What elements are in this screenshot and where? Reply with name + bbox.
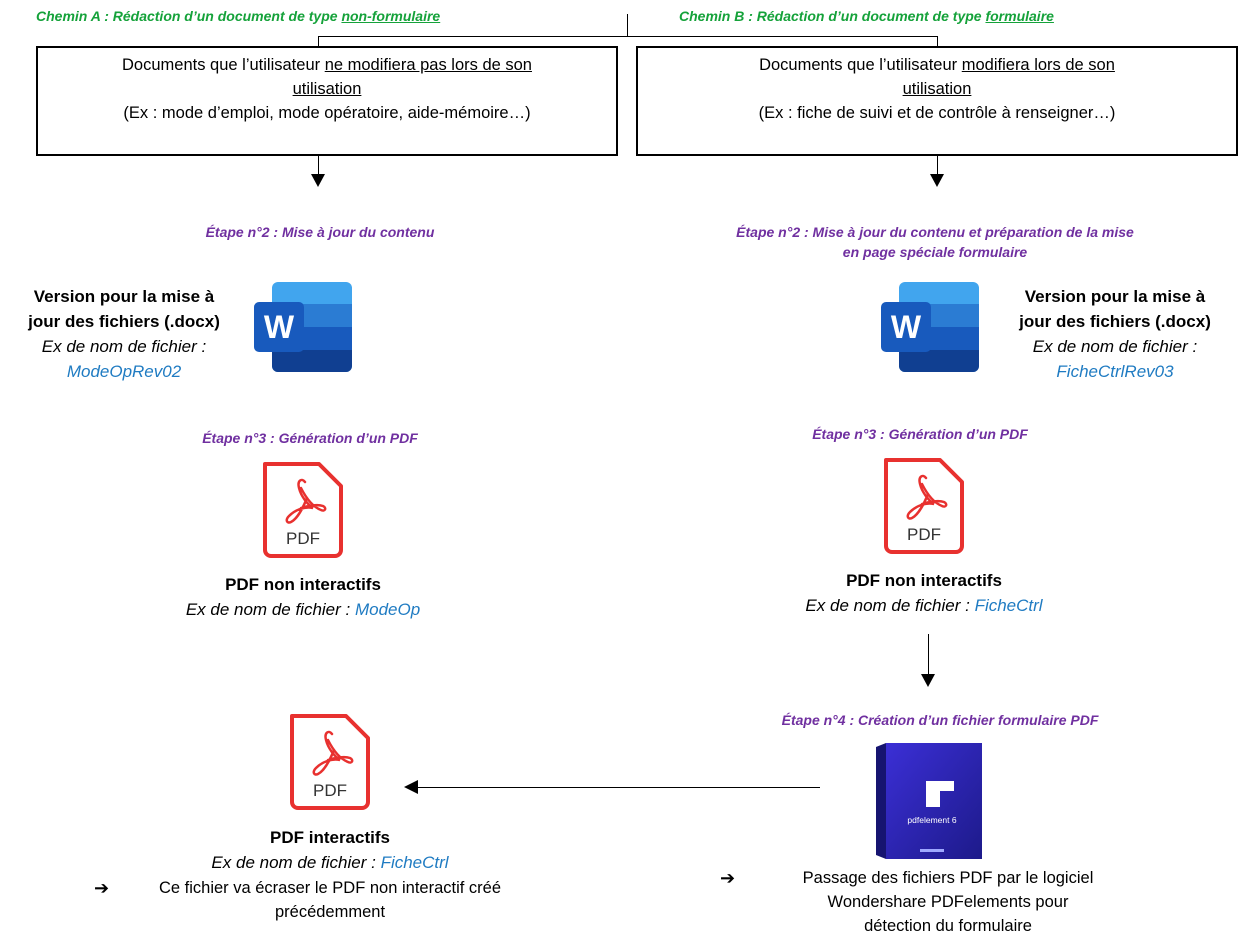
pdfelement-software-icon: pdfelement 6 [874, 741, 984, 861]
interactive-pdf-note: Ce fichier va écraser le PDF non interac… [158, 879, 502, 921]
svg-text:W: W [264, 309, 295, 345]
path-a-title: Chemin A : Rédaction d’un document de ty… [36, 8, 441, 24]
pdf-icon: PDF [261, 460, 345, 560]
arrow-b-step4-shaft [928, 634, 929, 674]
path-b-step3-title: Étape n°3 : Génération d’un PDF [812, 426, 1028, 442]
arrow-b-head [930, 174, 944, 187]
path-a-pdf-label: PDF non interactifs Ex de nom de fichier… [185, 575, 421, 619]
word-icon: W [254, 282, 354, 372]
pdf-icon: PDF [882, 456, 966, 556]
arrow-a-head [311, 174, 325, 187]
path-b-description-box: Documents que l’utilisateur modifiera lo… [636, 46, 1238, 156]
arrow-b-step4-head [921, 674, 935, 687]
svg-text:PDF: PDF [907, 525, 941, 544]
path-b-pdf-label: PDF non interactifs Ex de nom de fichier… [805, 571, 1043, 615]
path-b-docx-label: Version pour la mise à jour des fichiers… [1019, 287, 1211, 381]
top-connector-vertical [627, 14, 628, 36]
word-icon: W [881, 282, 981, 372]
top-connector-left-drop [318, 36, 319, 46]
arrow-to-interactive-shaft [418, 787, 820, 788]
arrow-a-shaft [318, 156, 319, 174]
top-connector-horizontal [318, 36, 938, 37]
path-b-step2-title: Étape n°2 : Mise à jour du contenu et pr… [736, 224, 1134, 260]
path-a-description-box: Documents que l’utilisateur ne modifiera… [36, 46, 618, 156]
path-b-step4-title: Étape n°4 : Création d’un fichier formul… [781, 712, 1099, 728]
interactive-note-arrow-icon: ➔ [94, 878, 110, 898]
path-a-step2-title: Étape n°2 : Mise à jour du contenu [205, 224, 435, 240]
svg-text:PDF: PDF [286, 529, 320, 548]
pdf-icon: PDF [288, 712, 372, 812]
path-b-software-note: Passage des fichiers PDF par le logiciel… [802, 869, 1094, 935]
arrow-b-shaft [937, 156, 938, 174]
path-a-docx-label: Version pour la mise à jour des fichiers… [28, 287, 220, 381]
svg-text:pdfelement 6: pdfelement 6 [907, 815, 956, 825]
interactive-pdf-label: PDF interactifs Ex de nom de fichier : F… [211, 828, 449, 872]
svg-text:PDF: PDF [313, 781, 347, 800]
software-note-arrow-icon: ➔ [720, 868, 736, 888]
path-b-title: Chemin B : Rédaction d’un document de ty… [679, 8, 1054, 24]
path-a-step3-title: Étape n°3 : Génération d’un PDF [202, 430, 418, 446]
svg-text:W: W [891, 309, 922, 345]
arrow-to-interactive-head [404, 780, 418, 794]
top-connector-right-drop [937, 36, 938, 46]
